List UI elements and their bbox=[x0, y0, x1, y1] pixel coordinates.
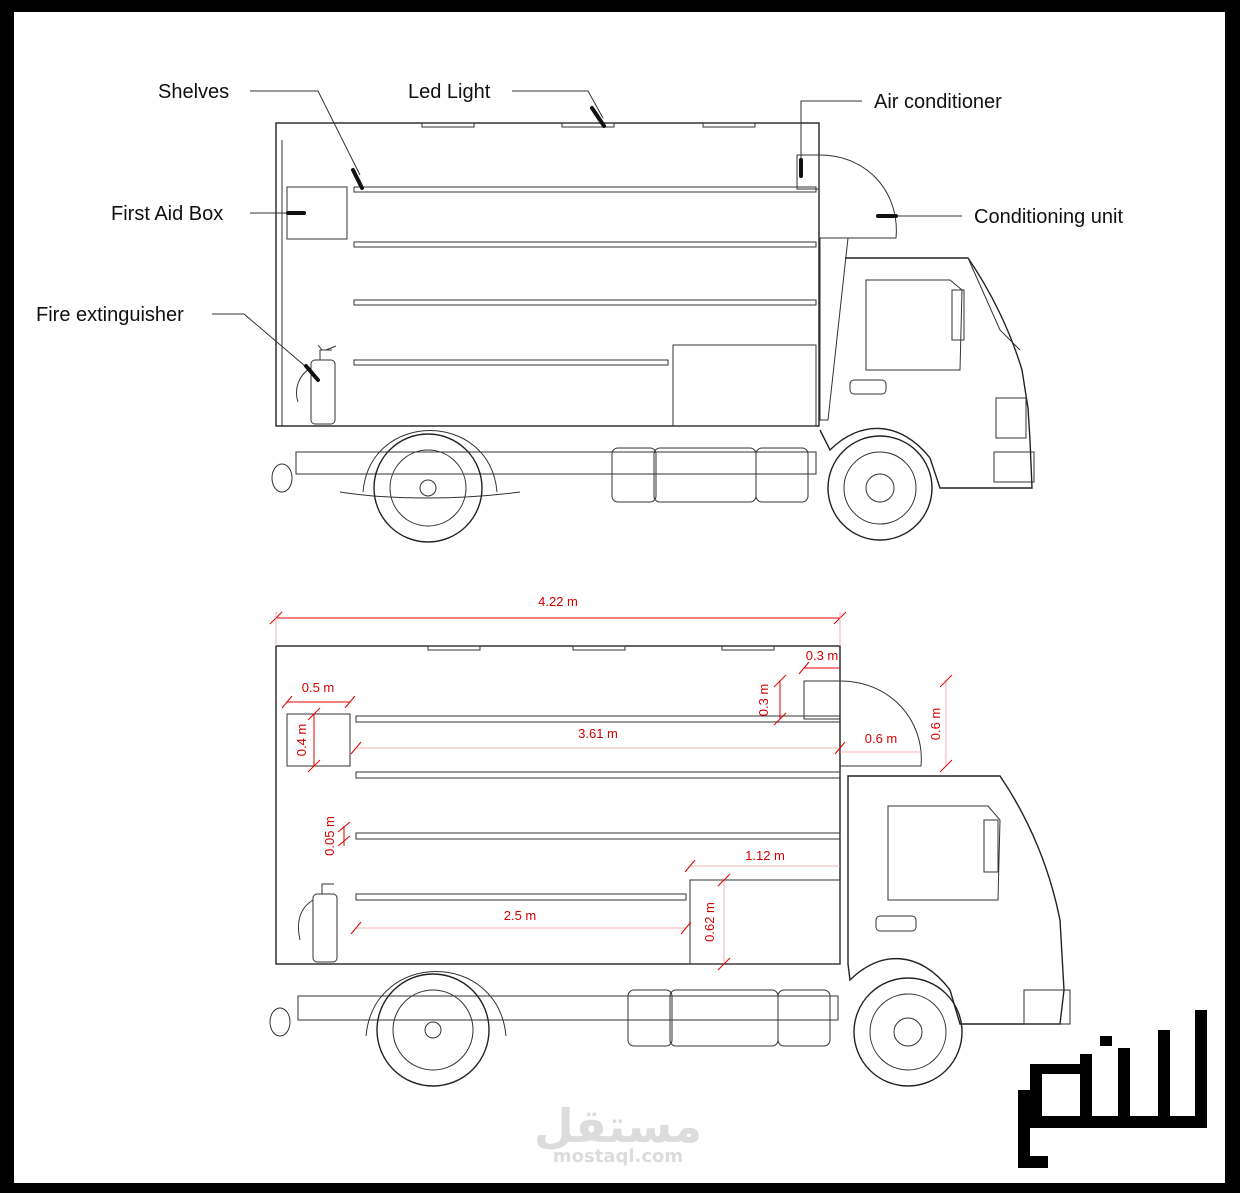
shelf bbox=[353, 241, 817, 248]
cabinet bbox=[689, 879, 841, 965]
dim-ac-width: 0.3 m bbox=[806, 648, 839, 663]
top-cargo-box bbox=[275, 122, 820, 427]
dim-box-height: 0.4 m bbox=[294, 724, 309, 757]
watermark: مستقل mostaql.com bbox=[534, 1099, 702, 1167]
bottom-cab bbox=[847, 775, 1071, 1025]
bottom-cargo-box bbox=[275, 645, 841, 965]
label-shelves: Shelves bbox=[158, 81, 229, 103]
top-chassis bbox=[271, 447, 817, 503]
top-rear-wheel bbox=[362, 430, 498, 543]
leaders bbox=[212, 90, 962, 382]
label-air-conditioner: Air conditioner bbox=[874, 91, 1002, 113]
led-light bbox=[702, 122, 756, 128]
label-first-aid-box: First Aid Box bbox=[111, 203, 223, 225]
dim-shelf-length: 3.61 m bbox=[578, 726, 618, 741]
dim-unit-height: 0.6 m bbox=[928, 708, 943, 741]
shelf bbox=[355, 771, 841, 779]
watermark-arabic: مستقل bbox=[534, 1099, 702, 1153]
dim-cabinet-height: 0.62 m bbox=[702, 902, 717, 942]
fire-extinguisher-icon bbox=[296, 344, 337, 425]
bottom-rear-wheel bbox=[365, 971, 507, 1087]
label-conditioning-unit: Conditioning unit bbox=[974, 206, 1123, 228]
label-fire-extinguisher: Fire extinguisher bbox=[36, 304, 184, 326]
top-cab bbox=[819, 237, 1035, 489]
conditioning-unit bbox=[818, 154, 897, 239]
led-light bbox=[561, 122, 615, 128]
shelf bbox=[353, 359, 669, 366]
first-aid-box bbox=[286, 713, 351, 767]
dim-overall-length: 4.22 m bbox=[538, 594, 578, 609]
label-led-light: Led Light bbox=[408, 81, 491, 103]
fire-extinguisher-icon bbox=[298, 883, 338, 963]
shelf bbox=[353, 186, 817, 193]
truck-drawing: Shelves Led Light Air conditioner First … bbox=[36, 81, 1207, 1168]
led-light bbox=[421, 122, 475, 128]
watermark-latin: mostaql.com bbox=[553, 1146, 683, 1167]
conditioning-unit bbox=[839, 680, 922, 767]
dim-shelf-spacing: 0.05 m bbox=[322, 816, 337, 856]
air-conditioner bbox=[796, 154, 820, 190]
bottom-front-wheel bbox=[853, 977, 963, 1087]
cabinet bbox=[672, 344, 817, 427]
dim-unit-width: 0.6 m bbox=[865, 731, 898, 746]
dim-cabinet-width: 1.12 m bbox=[745, 848, 785, 863]
drawing-frame: Shelves Led Light Air conditioner First … bbox=[14, 12, 1225, 1183]
air-conditioner bbox=[803, 680, 841, 720]
top-truck: Shelves Led Light Air conditioner First … bbox=[36, 81, 1123, 543]
dimension-lines bbox=[269, 611, 953, 971]
dim-box-width: 0.5 m bbox=[302, 680, 335, 695]
calligraphy-logo bbox=[1018, 1010, 1207, 1168]
shelf bbox=[355, 893, 687, 901]
shelf bbox=[353, 299, 817, 306]
bottom-truck: 4.22 m 0.5 m 0.4 m 3.61 m 0.05 m 2.5 m 1… bbox=[269, 594, 1071, 1087]
shelf bbox=[355, 832, 841, 840]
dim-short-shelf: 2.5 m bbox=[504, 908, 537, 923]
dim-ac-height: 0.3 m bbox=[756, 684, 771, 717]
top-front-wheel bbox=[827, 435, 933, 541]
bottom-chassis bbox=[269, 989, 839, 1047]
